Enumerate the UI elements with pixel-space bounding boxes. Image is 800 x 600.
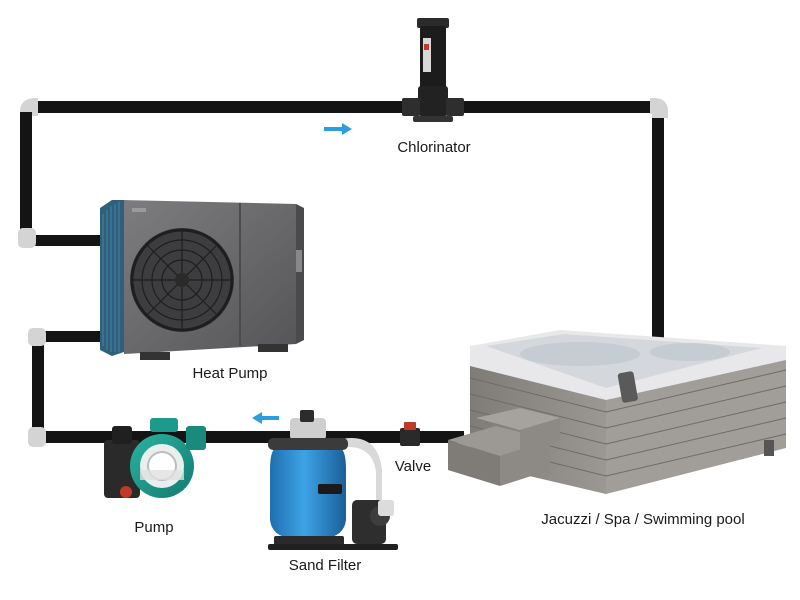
- circulation-pump: [104, 418, 206, 498]
- valve: [400, 422, 420, 446]
- pipe-top: [36, 101, 658, 113]
- pipe-left-upper: [20, 112, 32, 236]
- label-chlorinator: Chlorinator: [397, 139, 470, 156]
- pipe-left-lower: [32, 340, 44, 432]
- label-valve: Valve: [395, 458, 431, 475]
- pipe-hp-outlet: [32, 331, 110, 342]
- heat-pump: [100, 200, 304, 360]
- label-heat-pump: Heat Pump: [192, 365, 267, 382]
- pipe-right-vertical: [652, 112, 664, 340]
- sand-filter: [268, 410, 398, 550]
- chlorinator: [402, 18, 464, 122]
- pipe-elbow-left-upper: [18, 228, 36, 248]
- flow-arrow-left: [252, 412, 279, 424]
- label-pool: Jacuzzi / Spa / Swimming pool: [541, 511, 744, 528]
- pipe-elbow-left-lower-bottom: [28, 427, 46, 447]
- label-pump: Pump: [134, 519, 173, 536]
- pipe-hp-inlet: [32, 235, 110, 246]
- label-sand-filter: Sand Filter: [289, 557, 362, 574]
- pipe-elbow-left-lower-top: [28, 328, 46, 346]
- pipe-elbow-top-right: [650, 98, 668, 118]
- pipe-elbow-top-left: [20, 98, 38, 116]
- flow-arrow-right: [324, 123, 352, 135]
- spa-tub: [448, 330, 787, 494]
